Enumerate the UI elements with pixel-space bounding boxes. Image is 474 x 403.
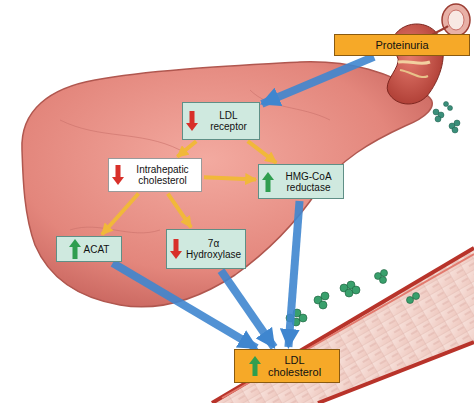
box-label: 7α Hydroxylase [185, 238, 242, 260]
protein-particles [433, 102, 460, 134]
increase-arrow-shape [262, 172, 274, 192]
decrease-arrow [170, 239, 182, 259]
effect-arrow [288, 201, 299, 347]
box-label: Proteinuria [375, 39, 428, 51]
decrease-arrow [112, 165, 124, 185]
pathway-arrow [204, 177, 256, 179]
process-box: LDL cholesterol [234, 349, 340, 383]
ldl-particles [286, 270, 420, 327]
increase-arrow [249, 356, 261, 376]
increase-arrow-shape [249, 356, 261, 376]
box-label: Intrahepatic cholesterol [127, 164, 198, 186]
increase-arrow [262, 172, 274, 192]
decrease-arrow-shape [112, 165, 124, 185]
process-box: LDL receptor [182, 102, 260, 140]
pathway-arrow [102, 193, 139, 234]
decrease-arrow [186, 111, 198, 131]
effect-arrow [113, 263, 257, 348]
effect-arrow [221, 271, 274, 348]
increase-arrow [69, 239, 81, 259]
box-label: HMG-CoA reductase [277, 171, 340, 193]
process-box: 7α Hydroxylase [166, 229, 246, 269]
process-box: HMG-CoA reductase [258, 164, 344, 199]
process-box: Intrahepatic cholesterol [108, 158, 202, 192]
liver-vein [60, 90, 330, 233]
pathway-arrow [168, 194, 191, 228]
liver-illustration [22, 62, 432, 307]
box-label: LDL receptor [201, 110, 256, 132]
decrease-arrow-shape [186, 111, 198, 131]
process-box: Proteinuria [334, 34, 470, 56]
pathway-arrow [177, 141, 196, 156]
increase-arrow-shape [69, 239, 81, 259]
blood-vessel [212, 248, 474, 403]
box-label: ACAT [84, 244, 110, 255]
decrease-arrow-shape [170, 239, 182, 259]
vessel-cross-section [430, 4, 470, 36]
pathway-arrow [248, 141, 277, 163]
process-box: ACAT [56, 236, 122, 262]
effect-arrow [262, 57, 374, 104]
box-label: LDL cholesterol [264, 354, 326, 378]
